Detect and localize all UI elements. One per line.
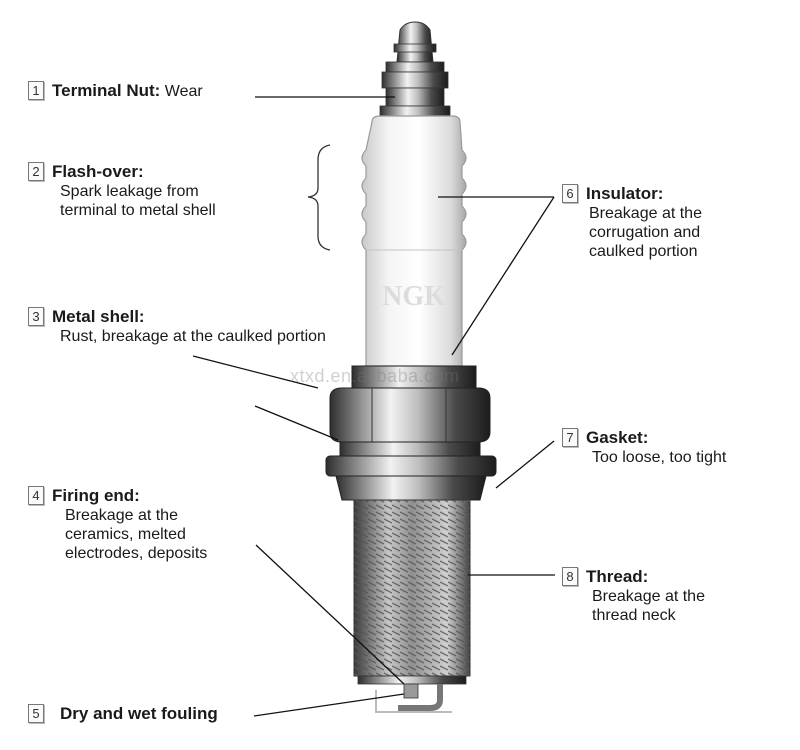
label-title: Flash-over: <box>52 162 144 181</box>
label-insulator: 6 Insulator: Breakage at the corrugation … <box>562 184 782 261</box>
label-number: 6 <box>562 184 578 203</box>
label-desc: Breakage at the thread neck <box>592 587 752 625</box>
label-desc: Wear <box>165 83 203 100</box>
label-terminal-nut: 1 Terminal Nut: Wear <box>28 81 203 101</box>
flash-over-brace <box>308 145 330 250</box>
label-metal-shell: 3 Metal shell: Rust, breakage at the caul… <box>28 307 348 346</box>
label-number: 4 <box>28 486 44 505</box>
label-title: Insulator: <box>586 184 663 203</box>
leader-line-6b <box>452 197 554 355</box>
label-desc: Rust, breakage at the caulked portion <box>60 327 330 346</box>
insulator: NGK <box>362 116 466 366</box>
leader-line-3b <box>255 406 338 440</box>
label-title: Metal shell: <box>52 307 145 326</box>
label-desc: Too loose, too tight <box>592 448 782 467</box>
label-firing-end: 4 Firing end: Breakage at the ceramics, m… <box>28 486 248 563</box>
label-number: 7 <box>562 428 578 447</box>
label-title: Dry and wet fouling <box>60 704 218 723</box>
label-fouling: 5 Dry and wet fouling <box>28 704 218 724</box>
label-desc: Spark leakage from terminal to metal she… <box>60 182 255 220</box>
label-title: Terminal Nut: <box>52 81 160 100</box>
svg-text:NGK: NGK <box>382 281 446 312</box>
watermark: xtxd.en.alibaba.com <box>290 366 460 387</box>
label-gasket: 7 Gasket: Too loose, too tight <box>562 428 782 467</box>
label-number: 5 <box>28 704 44 723</box>
label-thread: 8 Thread: Breakage at the thread neck <box>562 567 782 625</box>
label-desc: Breakage at the ceramics, melted electro… <box>65 506 245 563</box>
label-number: 3 <box>28 307 44 326</box>
label-title: Thread: <box>586 567 648 586</box>
label-number: 2 <box>28 162 44 181</box>
leader-line-7 <box>496 441 554 488</box>
label-title: Gasket: <box>586 428 648 447</box>
label-desc: Breakage at the corrugation and caulked … <box>589 204 759 261</box>
terminal-nut <box>380 22 450 120</box>
thread <box>354 500 470 684</box>
label-number: 1 <box>28 81 44 100</box>
label-title: Firing end: <box>52 486 140 505</box>
label-flash-over: 2 Flash-over: Spark leakage from terminal… <box>28 162 258 220</box>
firing-end <box>376 684 452 712</box>
label-number: 8 <box>562 567 578 586</box>
